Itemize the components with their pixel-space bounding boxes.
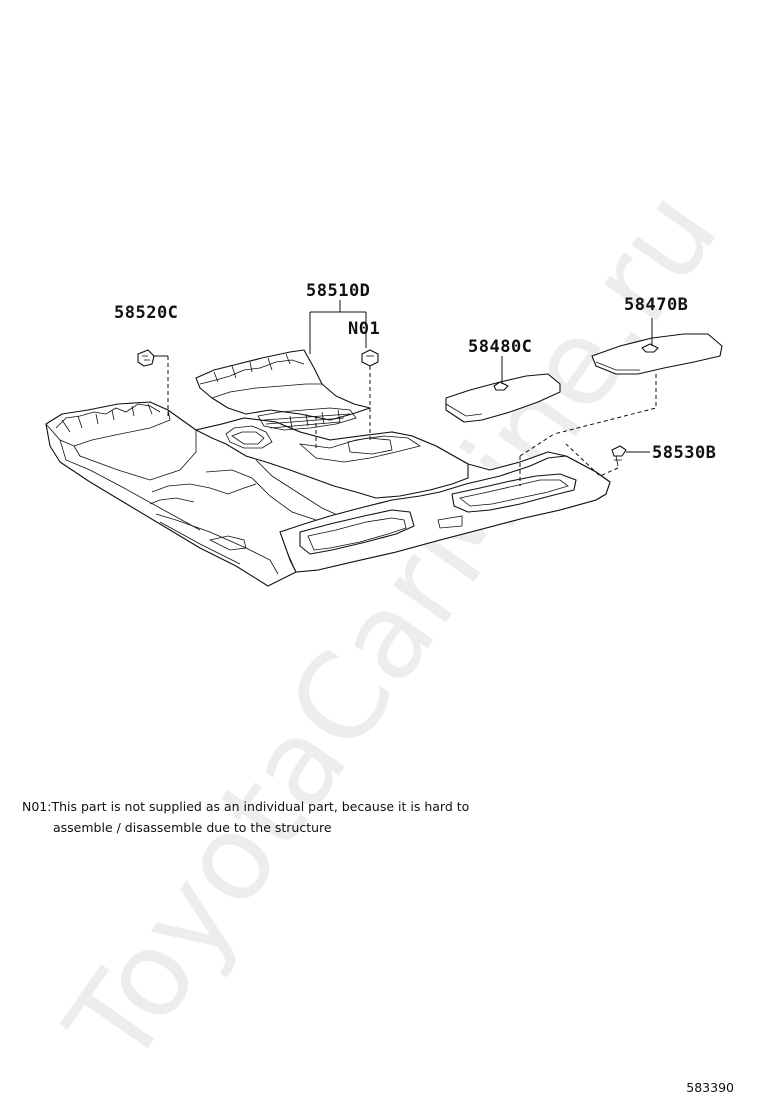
footnote-line-1: N01:This part is not supplied as an indi… [22, 799, 470, 814]
clip-58520c [137, 349, 155, 367]
figure-id: 583390 [686, 1080, 734, 1095]
part-label-58480c: 58480C [468, 337, 532, 357]
part-label-58520c: 58520C [114, 303, 178, 323]
footnote: N01:This part is not supplied as an indi… [22, 796, 542, 838]
part-label-n01: N01 [348, 319, 380, 339]
part-label-58510d: 58510D [306, 281, 370, 301]
clip-58530b [611, 445, 627, 467]
cover-panel-58480c [445, 373, 561, 423]
fastener-n01 [361, 349, 379, 367]
floor-carpet-drawing [45, 349, 611, 587]
part-label-58470b: 58470B [624, 295, 688, 315]
part-label-58530b: 58530B [652, 443, 716, 463]
cover-panel-58470b [591, 333, 723, 375]
footnote-line-2: assemble / disassemble due to the struct… [53, 820, 332, 835]
